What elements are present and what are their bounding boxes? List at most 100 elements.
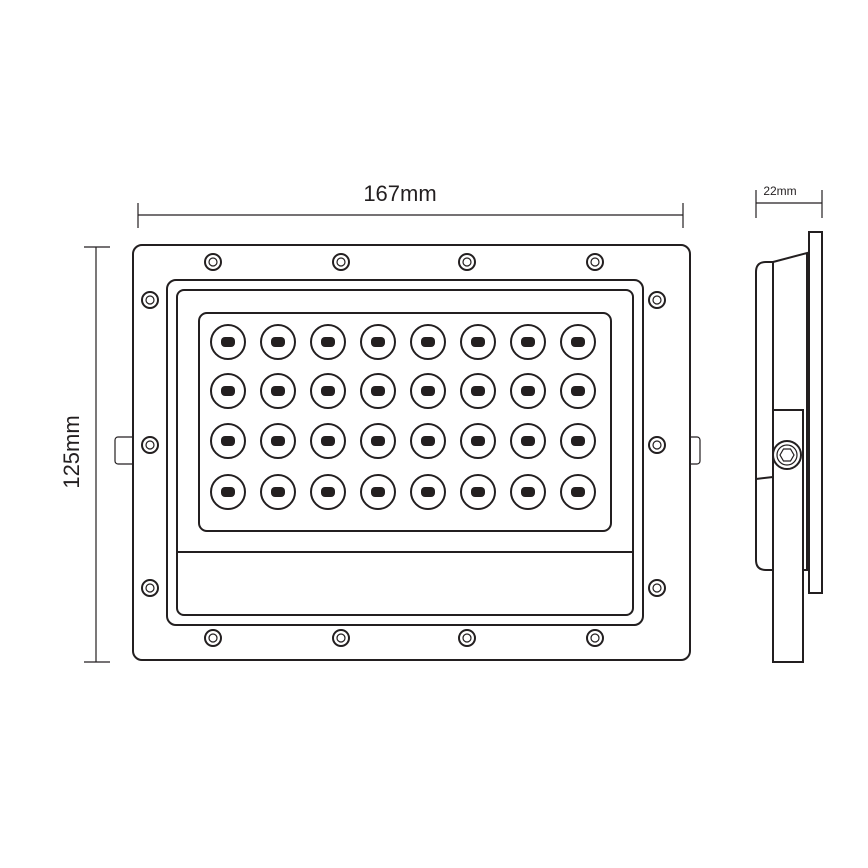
screw-hole bbox=[652, 583, 662, 593]
led-chip bbox=[221, 337, 235, 347]
led-lens bbox=[260, 423, 296, 459]
led-lens bbox=[460, 474, 496, 510]
led-chip bbox=[521, 337, 535, 347]
led-chip bbox=[571, 487, 585, 497]
led-chip bbox=[371, 487, 385, 497]
lens-frame bbox=[176, 289, 634, 616]
led-lens bbox=[410, 373, 446, 409]
screw-icon bbox=[458, 253, 476, 271]
led-chip bbox=[471, 337, 485, 347]
led-lens bbox=[210, 373, 246, 409]
screw-icon bbox=[204, 629, 222, 647]
led-chip bbox=[421, 487, 435, 497]
led-chip bbox=[371, 436, 385, 446]
led-lens bbox=[310, 324, 346, 360]
side-view bbox=[755, 231, 823, 663]
led-lens bbox=[510, 324, 546, 360]
led-chip bbox=[271, 436, 285, 446]
screw-icon bbox=[141, 436, 159, 454]
led-lens bbox=[410, 423, 446, 459]
mounting-plate bbox=[808, 231, 823, 594]
led-lens bbox=[310, 423, 346, 459]
screw-hole bbox=[145, 583, 155, 593]
led-lens bbox=[260, 373, 296, 409]
led-lens bbox=[510, 474, 546, 510]
led-lens bbox=[560, 373, 596, 409]
height-label: 125mm bbox=[59, 415, 84, 488]
led-chip bbox=[421, 337, 435, 347]
led-lens bbox=[310, 474, 346, 510]
led-lens bbox=[360, 373, 396, 409]
led-chip bbox=[571, 337, 585, 347]
screw-hole bbox=[652, 440, 662, 450]
led-lens bbox=[560, 324, 596, 360]
screw-icon bbox=[204, 253, 222, 271]
led-chip bbox=[571, 386, 585, 396]
screw-icon bbox=[648, 436, 666, 454]
led-chip bbox=[321, 436, 335, 446]
led-lens bbox=[210, 474, 246, 510]
screw-icon bbox=[141, 579, 159, 597]
led-chip bbox=[521, 386, 535, 396]
led-lens bbox=[510, 373, 546, 409]
screw-hole bbox=[462, 633, 472, 643]
led-lens bbox=[360, 474, 396, 510]
screw-icon bbox=[586, 629, 604, 647]
led-lens bbox=[460, 423, 496, 459]
led-lens bbox=[510, 423, 546, 459]
screw-icon bbox=[458, 629, 476, 647]
screw-icon bbox=[332, 629, 350, 647]
outer-housing bbox=[132, 244, 691, 661]
screw-icon bbox=[648, 579, 666, 597]
led-chip bbox=[421, 386, 435, 396]
led-lens bbox=[360, 324, 396, 360]
screw-hole bbox=[208, 257, 218, 267]
led-lens bbox=[410, 474, 446, 510]
screw-icon bbox=[586, 253, 604, 271]
screw-icon bbox=[141, 291, 159, 309]
screw-icon bbox=[332, 253, 350, 271]
led-chip bbox=[571, 436, 585, 446]
led-lens bbox=[260, 474, 296, 510]
led-lens bbox=[260, 324, 296, 360]
led-chip bbox=[271, 386, 285, 396]
height-dimension: 125mm bbox=[59, 246, 110, 663]
depth-dimension: 22mm bbox=[755, 184, 823, 218]
led-chip bbox=[471, 436, 485, 446]
screw-hole bbox=[145, 440, 155, 450]
led-chip bbox=[471, 386, 485, 396]
front-view bbox=[114, 244, 701, 661]
screw-hole bbox=[336, 633, 346, 643]
led-lens bbox=[210, 423, 246, 459]
screw-hole bbox=[208, 633, 218, 643]
led-lens bbox=[210, 324, 246, 360]
led-chip bbox=[321, 386, 335, 396]
led-panel bbox=[198, 312, 612, 532]
led-chip bbox=[271, 337, 285, 347]
width-dimension: 167mm bbox=[137, 181, 684, 228]
screw-hole bbox=[336, 257, 346, 267]
led-chip bbox=[221, 487, 235, 497]
led-chip bbox=[421, 436, 435, 446]
screw-hole bbox=[652, 295, 662, 305]
led-lens bbox=[560, 423, 596, 459]
led-lens bbox=[460, 324, 496, 360]
led-chip bbox=[371, 386, 385, 396]
led-chip bbox=[271, 487, 285, 497]
screws bbox=[141, 253, 666, 647]
led-lens bbox=[360, 423, 396, 459]
screw-hole bbox=[590, 633, 600, 643]
led-chip bbox=[321, 337, 335, 347]
led-chip bbox=[371, 337, 385, 347]
led-lens bbox=[310, 373, 346, 409]
screw-icon bbox=[648, 291, 666, 309]
led-chip bbox=[221, 436, 235, 446]
led-array bbox=[210, 324, 596, 510]
screw-hole bbox=[462, 257, 472, 267]
screw-hole bbox=[145, 295, 155, 305]
led-lens bbox=[460, 373, 496, 409]
depth-label: 22mm bbox=[763, 184, 796, 198]
width-label: 167mm bbox=[363, 181, 436, 206]
led-chip bbox=[471, 487, 485, 497]
